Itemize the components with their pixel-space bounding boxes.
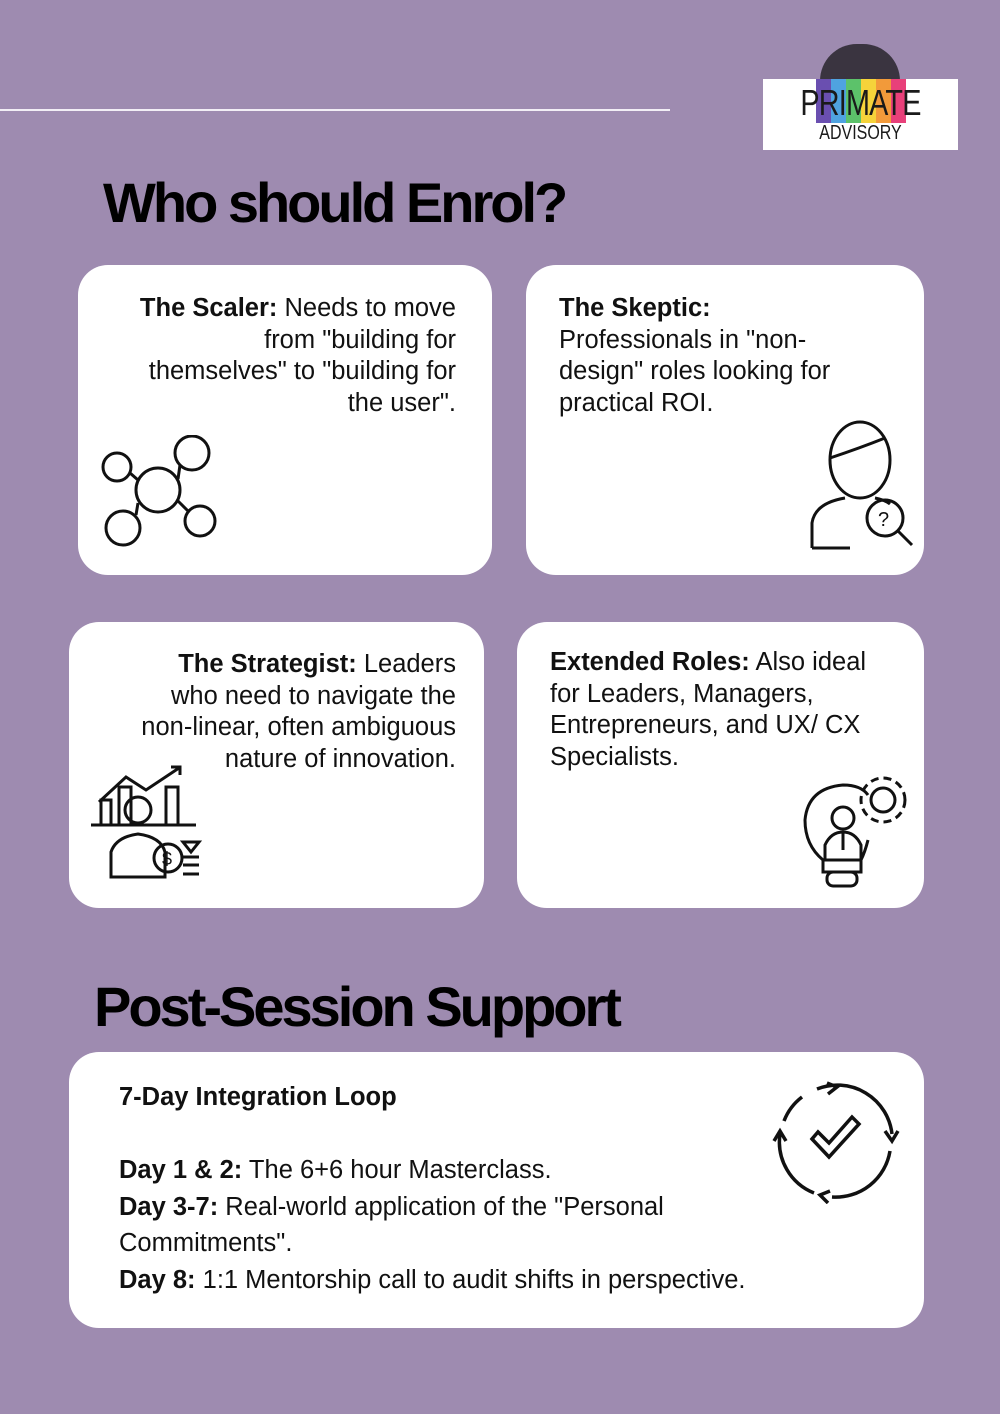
loop-heading: 7-Day Integration Loop [119, 1083, 397, 1111]
person-question-magnifier-icon: ? [810, 420, 914, 550]
card-text: The Scaler: Needs to move from "building… [139, 294, 456, 417]
primate-advisory-logo: PRIMATE ADVISORY [763, 44, 958, 150]
support-title: Post-Session Support [94, 975, 622, 1038]
lightbulb-gear-person-icon [803, 776, 907, 888]
card-strategist: The Strategist: Leaders who need to navi… [69, 622, 484, 908]
card-text: The Strategist: Leaders who need to navi… [141, 650, 456, 773]
enrol-title: Who should Enrol? [103, 171, 568, 234]
network-people-icon [101, 435, 217, 547]
card-text: Extended Roles: Also ideal for Leaders, … [550, 648, 867, 771]
day-item: Day 8: 1:1 Mentorship call to audit shif… [119, 1265, 746, 1294]
divider-line [0, 109, 670, 111]
cycle-check-icon [772, 1081, 900, 1204]
card-skeptic: The Skeptic: Professionals in "non-desig… [526, 265, 924, 575]
card-text: 7-Day Integration Loop Day 1 & 2: The 6+… [119, 1079, 819, 1298]
svg-text:?: ? [878, 509, 889, 531]
card-integration-loop: 7-Day Integration Loop Day 1 & 2: The 6+… [69, 1052, 924, 1328]
card-scaler: The Scaler: Needs to move from "building… [78, 265, 492, 575]
card-extended-roles: Extended Roles: Also ideal for Leaders, … [517, 622, 924, 908]
businessman-growth-chart-icon: $ [91, 765, 203, 879]
logo-word-primate: PRIMATE [800, 82, 921, 123]
svg-text:$: $ [162, 849, 172, 869]
day-item: Day 1 & 2: The 6+6 hour Masterclass. [119, 1156, 552, 1184]
logo-word-advisory: ADVISORY [819, 122, 902, 144]
card-text: The Skeptic: Professionals in "non-desig… [559, 294, 831, 417]
day-item: Day 3-7: Real-world application of the "… [119, 1192, 664, 1258]
